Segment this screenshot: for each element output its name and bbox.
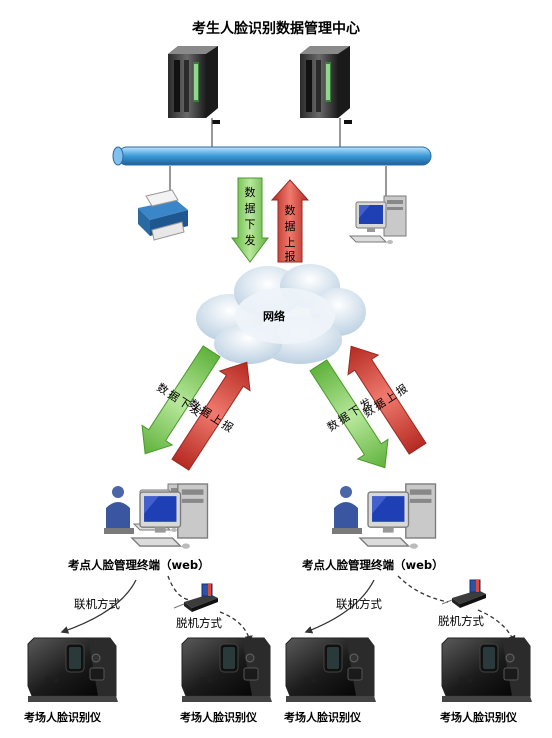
arrow-char: 据 [285,219,296,233]
arrow-char: 据 [245,201,256,215]
mode-label-online: 联机方式 [336,597,382,611]
arrow-char: 报 [285,249,296,263]
connection-lines [60,575,516,644]
arrow-char: 发 [245,233,256,247]
diagram-title: 考生人脸识别数据管理中心 [192,21,360,37]
mode-label-offline: 脱机方式 [438,614,484,628]
server-icon [300,46,352,124]
face-recognition-device-icon [285,637,377,703]
arrow-data-down-center: 数 据 下 发 [231,177,269,263]
network-label: 网络 [263,310,285,323]
printer-icon [138,189,188,241]
terminal-label-left: 考点人脸管理终端（web） [68,558,210,572]
device-label: 考场人脸识别仪 [24,711,101,724]
face-recognition-device-icon [27,637,119,703]
device-label: 考场人脸识别仪 [284,711,361,724]
terminal-station-right [332,483,437,550]
mode-label-online: 联机方式 [74,597,120,611]
arrow-char: 数 [245,186,256,199]
network-bus [112,146,432,166]
face-recognition-device-icon [441,637,533,703]
arrow-char: 下 [245,218,256,231]
computer-icon [349,195,407,245]
device-label: 考场人脸识别仪 [180,711,257,724]
arrow-char: 数 [285,204,296,217]
mode-label-offline: 脱机方式 [176,616,222,630]
server-icon [168,46,220,124]
arrow-data-down-right: 数据下发 [309,359,389,469]
terminal-label-right: 考点人脸管理终端（web） [302,558,444,572]
card-reader-icon [441,579,487,609]
network-cloud [196,264,366,364]
card-reader-icon [173,583,219,613]
terminal-station-left [104,483,209,550]
device-label: 考场人脸识别仪 [440,711,517,724]
face-recognition-device-icon [181,637,273,703]
arrow-data-up-center: 数 据 上 报 [270,179,310,263]
arrow-char: 上 [285,236,296,249]
